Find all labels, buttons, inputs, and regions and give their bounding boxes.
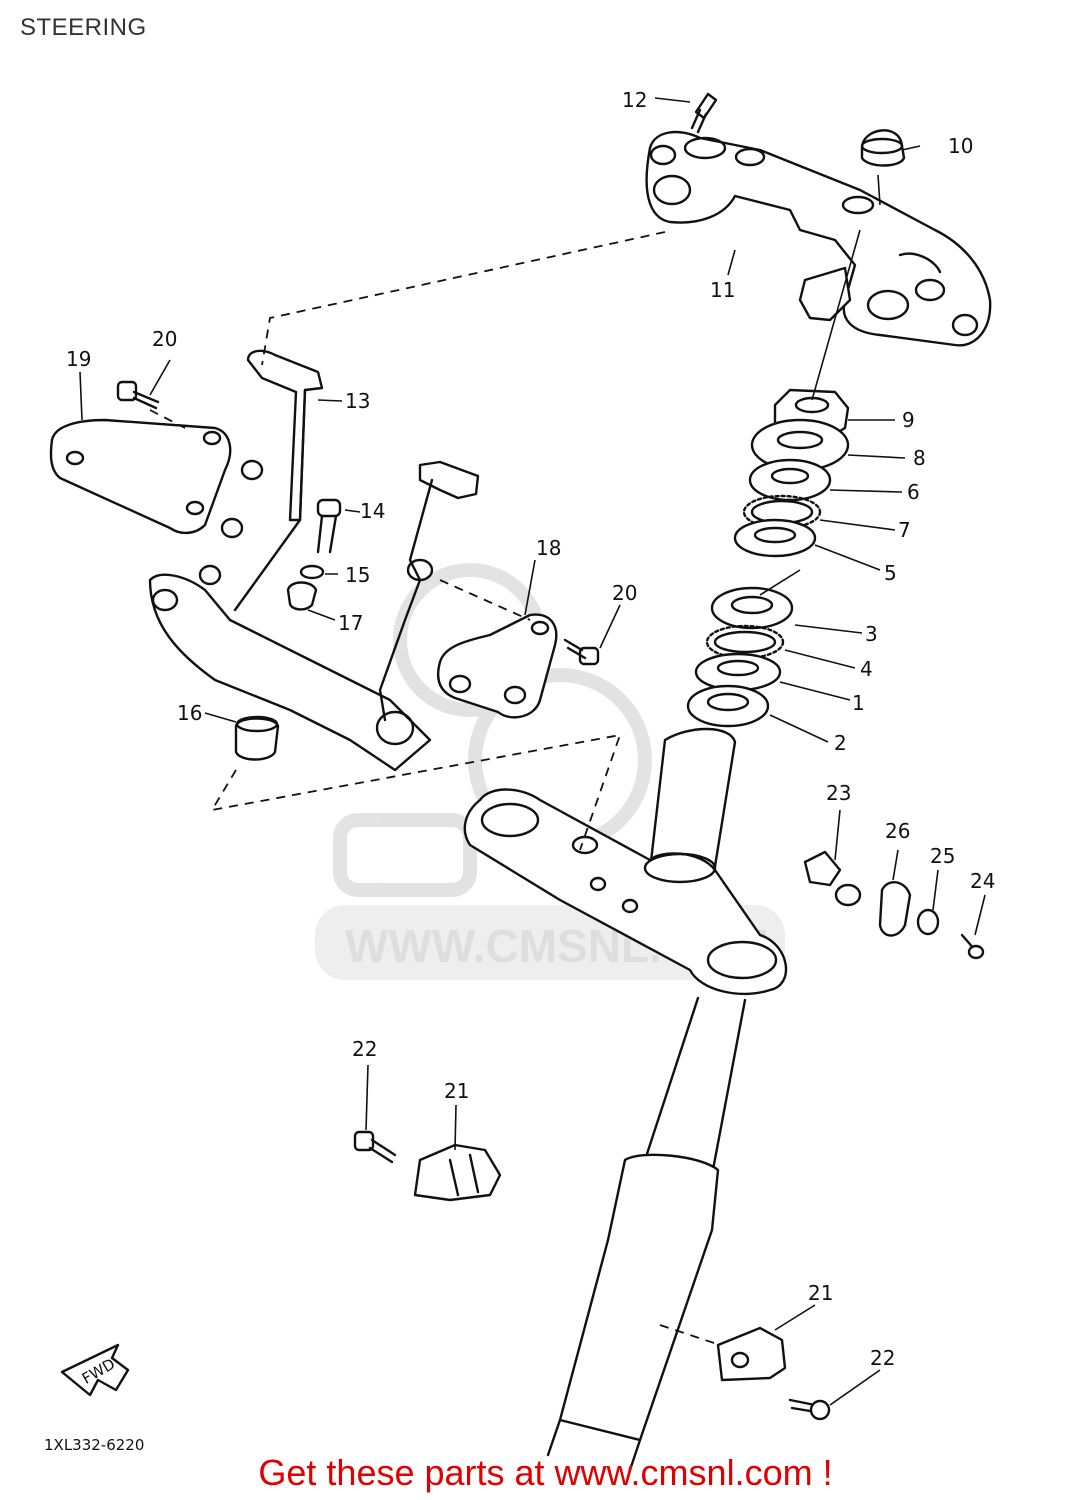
callout-18: 18 xyxy=(536,536,561,560)
part-25-washer xyxy=(916,908,940,936)
callout-21-upper: 21 xyxy=(444,1079,469,1103)
part-18-bracket xyxy=(436,613,558,719)
promo-link[interactable]: Get these parts at www.cmsnl.com ! xyxy=(258,1452,833,1493)
callout-22-upper: 22 xyxy=(352,1037,377,1061)
callout-6: 6 xyxy=(907,480,920,504)
part-2-seal xyxy=(686,684,770,728)
steering-axis-line xyxy=(759,174,881,596)
lower-bracket-and-fork xyxy=(463,727,788,1472)
part-12-bolt xyxy=(690,92,718,134)
part-21-clamp-lower xyxy=(716,1326,787,1382)
part-26-plate xyxy=(878,881,912,937)
callout-15: 15 xyxy=(345,563,370,587)
part-13-bracket xyxy=(148,349,480,772)
callout-26: 26 xyxy=(885,819,910,843)
part-3-race xyxy=(710,586,794,630)
part-15-washer xyxy=(299,564,325,580)
diagram-code: 1XL332-6220 xyxy=(44,1436,144,1454)
callout-7: 7 xyxy=(898,518,911,542)
part-21-clamp-upper xyxy=(413,1143,502,1202)
callout-2: 2 xyxy=(834,731,847,755)
leader-lines xyxy=(79,97,986,1406)
part-16-grommet xyxy=(234,715,280,761)
callout-9: 9 xyxy=(902,408,915,432)
callout-8: 8 xyxy=(913,446,926,470)
callout-20-right: 20 xyxy=(612,581,637,605)
part-20-bolt-left xyxy=(116,380,160,410)
part-17-collar xyxy=(286,581,318,611)
callout-25: 25 xyxy=(930,844,955,868)
callout-4: 4 xyxy=(860,657,873,681)
callout-20-left: 20 xyxy=(152,327,177,351)
callout-labels: 12 10 11 9 8 6 7 5 3 4 1 2 13 14 15 17 2… xyxy=(66,88,995,1370)
assembly-dash-lines xyxy=(149,231,721,1346)
part-14-bolt xyxy=(316,498,342,554)
callout-19: 19 xyxy=(66,347,91,371)
part-5-race xyxy=(733,518,817,558)
callout-11: 11 xyxy=(710,278,735,302)
callout-1: 1 xyxy=(852,691,865,715)
callout-22-lower: 22 xyxy=(870,1346,895,1370)
callout-12: 12 xyxy=(622,88,647,112)
part-24-screw xyxy=(960,933,985,960)
callout-10: 10 xyxy=(948,134,973,158)
page-title: STEERING xyxy=(20,14,147,41)
callout-16: 16 xyxy=(177,701,202,725)
fwd-arrow-icon: FWD xyxy=(60,1343,130,1397)
callout-17: 17 xyxy=(338,611,363,635)
callout-21-lower: 21 xyxy=(808,1281,833,1305)
part-6-race xyxy=(748,458,832,502)
part-20-bolt-right xyxy=(563,638,600,666)
callout-13: 13 xyxy=(345,389,370,413)
part-22-bolt-upper xyxy=(353,1130,397,1164)
part-22-bolt-lower xyxy=(788,1398,831,1421)
callout-23: 23 xyxy=(826,781,851,805)
callout-5: 5 xyxy=(884,561,897,585)
part-19-plate xyxy=(49,418,232,535)
callout-14: 14 xyxy=(360,499,385,523)
callout-3: 3 xyxy=(865,622,878,646)
part-11-upper-bracket xyxy=(645,130,992,347)
part-1-race xyxy=(694,652,782,692)
callout-24: 24 xyxy=(970,869,995,893)
part-23-switch xyxy=(803,850,862,907)
part-10-nut xyxy=(860,129,906,167)
